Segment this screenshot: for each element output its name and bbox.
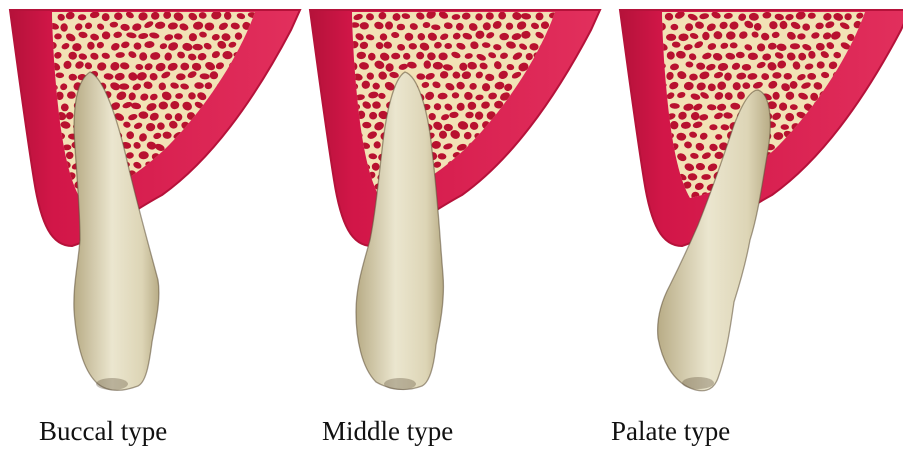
- incisal-edge: [384, 378, 416, 390]
- incisal-edge: [96, 378, 128, 390]
- incisal-edge: [682, 377, 714, 389]
- caption-buccal-type: Buccal type: [39, 418, 167, 445]
- panel-middle: [310, 9, 600, 390]
- caption-palate-type: Palate type: [611, 418, 730, 445]
- panel-buccal: [10, 10, 300, 390]
- caption-middle-type: Middle type: [322, 418, 453, 445]
- panel-palate: [620, 10, 903, 391]
